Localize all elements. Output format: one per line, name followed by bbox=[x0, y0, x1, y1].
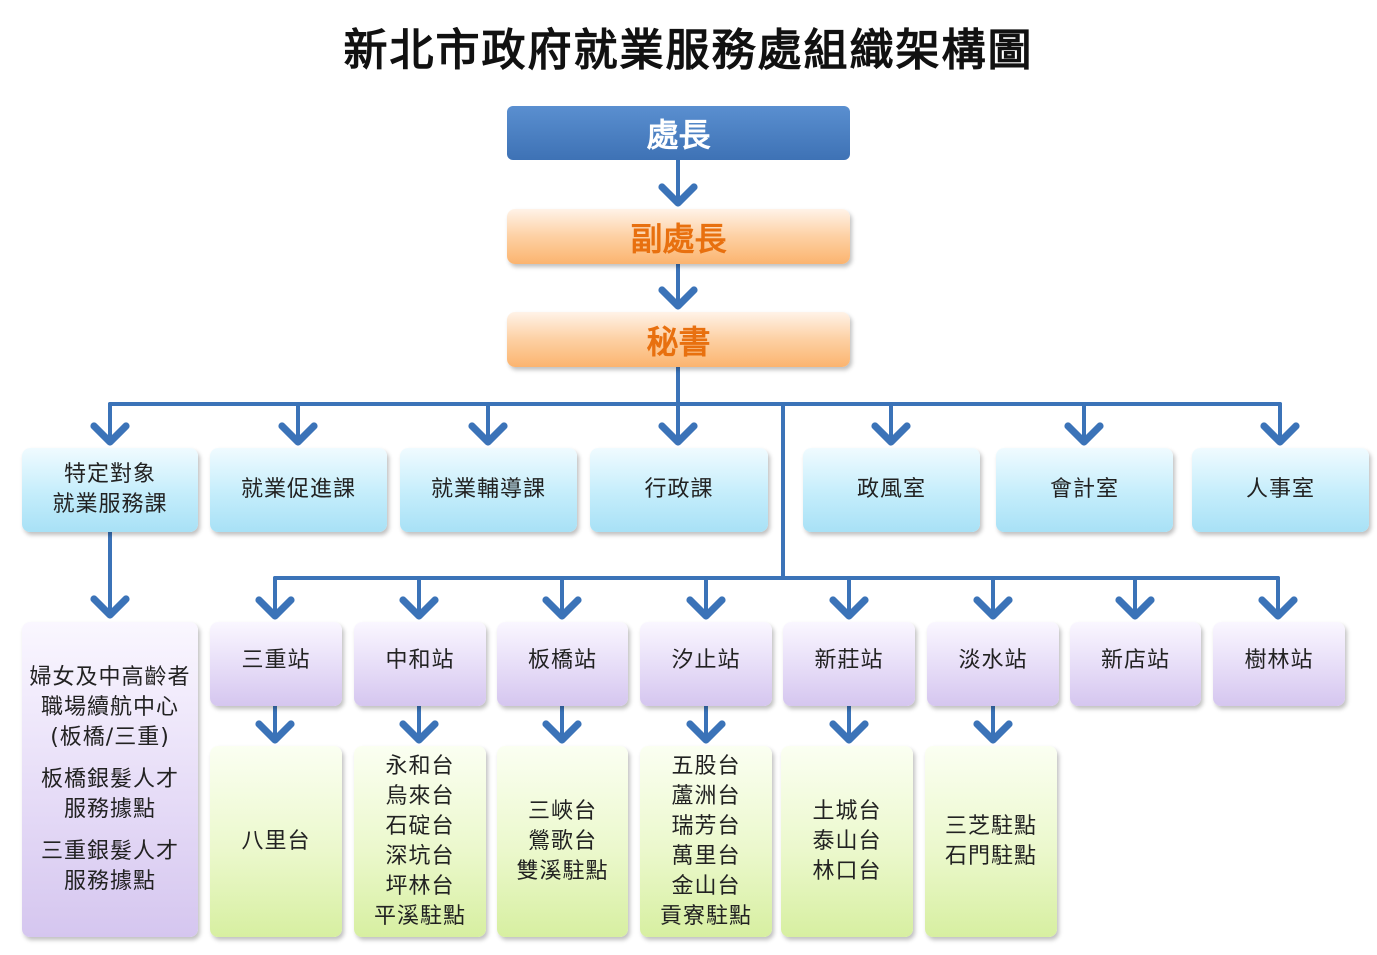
station-box: 汐止站 bbox=[640, 622, 772, 706]
career-continuation-center: 婦女及中高齡者 職場續航中心 (板橋/三重) 板橋銀髮人才 服務據點 三重銀髮人… bbox=[22, 622, 198, 937]
station-label: 三重站 bbox=[241, 648, 311, 673]
director-label: 處長 bbox=[646, 116, 711, 154]
center-name-line: 職場續航中心 bbox=[40, 694, 179, 720]
sub-unit-label: 深坑台 bbox=[385, 843, 455, 869]
sub-unit-label: 石門駐點 bbox=[944, 843, 1037, 869]
section-label: 就業促進課 bbox=[240, 477, 356, 502]
senior-talent-point-line: 服務據點 bbox=[63, 868, 156, 894]
sub-unit-box: 土城台 泰山台 林口台 bbox=[781, 746, 913, 937]
sub-unit-label: 瑞芳台 bbox=[671, 813, 741, 839]
director-box: 處長 bbox=[507, 106, 850, 160]
section-label: 會計室 bbox=[1049, 477, 1119, 502]
sub-unit-label: 五股台 bbox=[671, 753, 741, 779]
station-label: 汐止站 bbox=[671, 648, 741, 673]
sub-unit-box: 三峽台 鶯歌台 雙溪駐點 bbox=[497, 746, 628, 937]
station-label: 中和站 bbox=[385, 648, 455, 673]
section-administration: 行政課 bbox=[590, 448, 768, 532]
section-label: 人事室 bbox=[1245, 477, 1315, 502]
sub-unit-label: 金山台 bbox=[671, 873, 741, 899]
sub-unit-label: 永和台 bbox=[385, 753, 455, 779]
sub-unit-label: 三芝駐點 bbox=[944, 813, 1037, 839]
sub-unit-box: 三芝駐點 石門駐點 bbox=[925, 746, 1057, 937]
station-box: 樹林站 bbox=[1213, 622, 1345, 706]
section-label: 特定對象 bbox=[63, 462, 156, 487]
section-personnel: 人事室 bbox=[1192, 448, 1369, 532]
sub-unit-label: 平溪駐點 bbox=[373, 903, 466, 929]
secretary-label: 秘書 bbox=[646, 322, 711, 361]
section-label: 就業服務課 bbox=[52, 492, 168, 517]
section-label: 就業輔導課 bbox=[430, 477, 546, 502]
station-box: 新莊站 bbox=[783, 622, 915, 706]
sub-unit-label: 雙溪駐點 bbox=[516, 858, 609, 884]
sub-unit-label: 鶯歌台 bbox=[527, 828, 597, 854]
sub-unit-label: 泰山台 bbox=[812, 828, 882, 854]
sub-unit-label: 萬里台 bbox=[671, 843, 741, 869]
deputy-director-box: 副處長 bbox=[507, 209, 850, 264]
station-label: 新莊站 bbox=[814, 648, 884, 673]
section-ethics: 政風室 bbox=[803, 448, 980, 532]
section-label: 行政課 bbox=[644, 477, 714, 502]
station-box: 板橋站 bbox=[497, 622, 628, 706]
sub-unit-label: 土城台 bbox=[812, 798, 882, 824]
section-accounting: 會計室 bbox=[996, 448, 1173, 532]
sub-unit-label: 蘆洲台 bbox=[671, 783, 741, 809]
senior-talent-point-line: 板橋銀髮人才 bbox=[40, 766, 179, 792]
station-label: 新店站 bbox=[1100, 648, 1170, 673]
sub-unit-label: 八里台 bbox=[241, 828, 311, 854]
senior-talent-point-line: 三重銀髮人才 bbox=[40, 838, 179, 864]
section-label: 政風室 bbox=[856, 477, 926, 502]
sub-unit-box: 永和台 烏來台 石碇台 深坑台 坪林台 平溪駐點 bbox=[354, 746, 486, 937]
station-box: 淡水站 bbox=[927, 622, 1059, 706]
chart-title: 新北市政府就業服務處組織架構圖 bbox=[343, 25, 1034, 76]
section-employment-promotion: 就業促進課 bbox=[210, 448, 387, 532]
sub-unit-label: 坪林台 bbox=[385, 873, 455, 899]
center-name-line: 婦女及中高齡者 bbox=[29, 664, 191, 690]
station-label: 淡水站 bbox=[958, 648, 1028, 673]
sub-unit-box: 五股台 蘆洲台 瑞芳台 萬里台 金山台 貢寮駐點 bbox=[640, 746, 772, 937]
section-special-groups: 特定對象 就業服務課 bbox=[22, 448, 198, 532]
senior-talent-point-line: 服務據點 bbox=[63, 796, 156, 822]
station-label: 樹林站 bbox=[1244, 648, 1314, 673]
sub-unit-label: 三峽台 bbox=[527, 798, 597, 824]
deputy-director-label: 副處長 bbox=[630, 219, 727, 258]
station-box: 新店站 bbox=[1070, 622, 1201, 706]
sub-unit-box: 八里台 bbox=[210, 746, 342, 937]
sub-unit-label: 烏來台 bbox=[385, 783, 455, 809]
station-box: 三重站 bbox=[210, 622, 342, 706]
sub-unit-label: 貢寮駐點 bbox=[659, 903, 752, 929]
section-employment-counseling: 就業輔導課 bbox=[400, 448, 577, 532]
station-label: 板橋站 bbox=[527, 648, 597, 673]
center-name-line: (板橋/三重) bbox=[50, 724, 170, 750]
sub-unit-label: 林口台 bbox=[812, 858, 882, 884]
station-box: 中和站 bbox=[354, 622, 486, 706]
secretary-box: 秘書 bbox=[507, 312, 850, 367]
sub-unit-label: 石碇台 bbox=[385, 813, 455, 839]
